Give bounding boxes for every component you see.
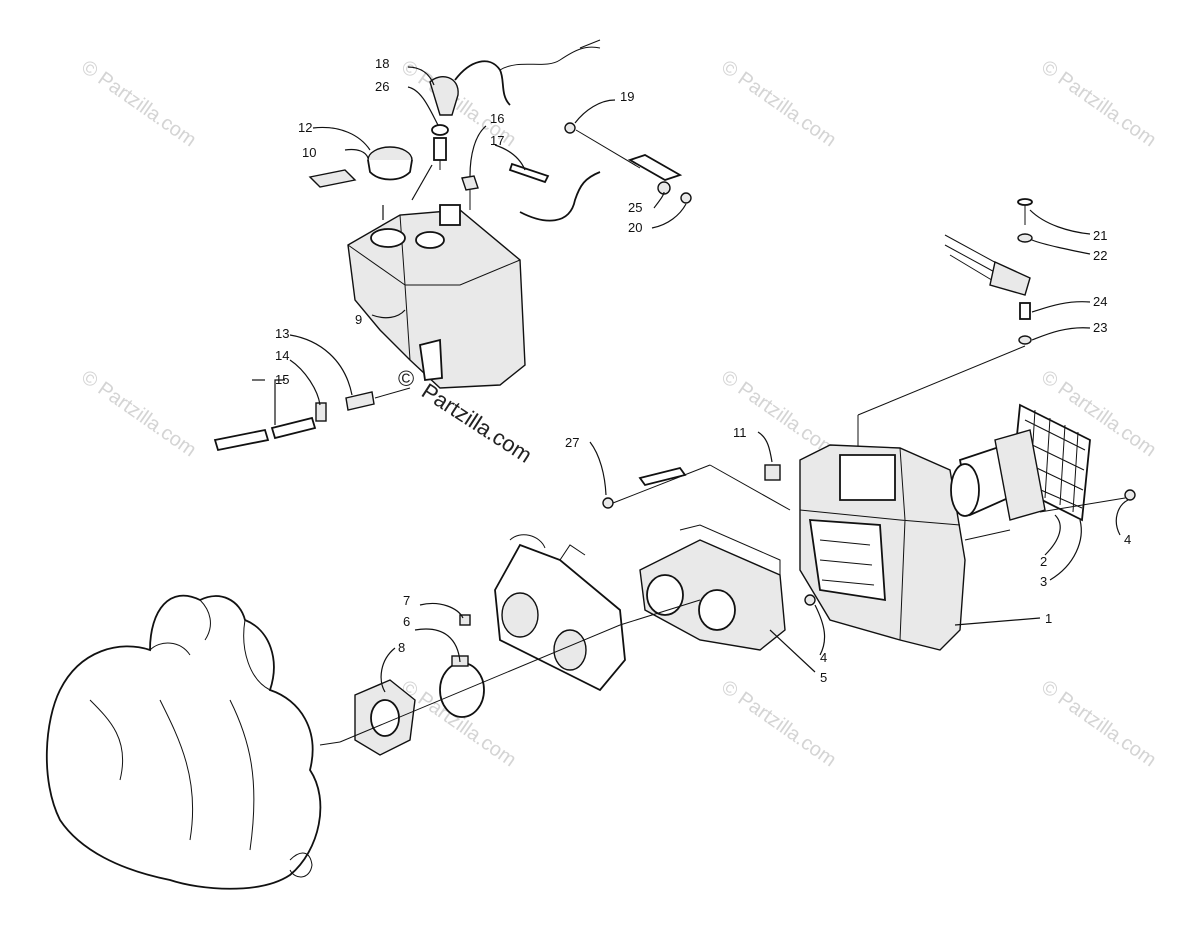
callout-4: 4 [820,650,827,665]
screw [602,497,614,509]
drain-hose [213,387,411,452]
partzilla-text: Partzilla.com [417,378,536,468]
callout-6: 6 [403,614,410,629]
callout-19: 19 [620,89,634,104]
callout-14: 14 [275,348,289,363]
callout-9: 9 [355,312,362,327]
watermark: © Partzilla.com [77,366,200,461]
callout-5: 5 [820,670,827,685]
oil-tank [347,204,526,389]
assembly-lines [339,464,1126,743]
fastener [638,466,687,487]
callout-24: 24 [1093,294,1107,309]
callout-26: 26 [375,79,389,94]
callout-1: 1 [1045,611,1052,626]
engine-outline [45,594,341,890]
nut [459,614,471,626]
hose-clamp [439,655,485,718]
callout-21: 21 [1093,228,1107,243]
watermark: © Partzilla.com [717,56,840,151]
screw [1124,489,1136,501]
callout-12: 12 [298,120,312,135]
intake-horn [950,429,1046,521]
callout-23: 23 [1093,320,1107,335]
watermark: © Partzilla.com [1037,676,1160,771]
callout-7: 7 [403,593,410,608]
copyright-symbol: © [398,366,414,391]
callout-labels: 1 2 3 4 4 5 6 7 8 9 10 11 12 13 14 15 16… [275,56,1131,685]
decal-label [308,169,357,188]
watermark: © Partzilla.com [717,366,840,461]
callout-11: 11 [733,425,747,440]
clip [764,464,781,481]
leader-lines [252,66,1129,693]
callout-16: 16 [490,111,504,126]
switch-assembly [857,198,1033,460]
tank-bracket [564,122,692,204]
tank-cap [367,146,413,181]
callout-20: 20 [628,220,642,235]
callout-27: 27 [565,435,579,450]
hose-fitting [461,162,601,222]
callout-13: 13 [275,326,289,341]
callout-18: 18 [375,56,389,71]
intake-adapter [639,524,786,651]
level-sender [429,39,601,170]
callout-4: 4 [1124,532,1131,547]
screw [804,594,816,606]
carburetor [494,534,626,692]
callout-25: 25 [628,200,642,215]
callout-10: 10 [302,145,316,160]
callout-8: 8 [398,640,405,655]
intake-flange [354,679,416,756]
air-silencer [799,444,966,651]
watermark: © Partzilla.com [1037,56,1160,151]
callout-15: 15 [275,372,289,387]
watermark: © Partzilla.com [77,56,200,151]
watermark: © Partzilla.com [717,676,840,771]
callout-3: 3 [1040,574,1047,589]
callout-17: 17 [490,133,504,148]
callout-2: 2 [1040,554,1047,569]
callout-22: 22 [1093,248,1107,263]
